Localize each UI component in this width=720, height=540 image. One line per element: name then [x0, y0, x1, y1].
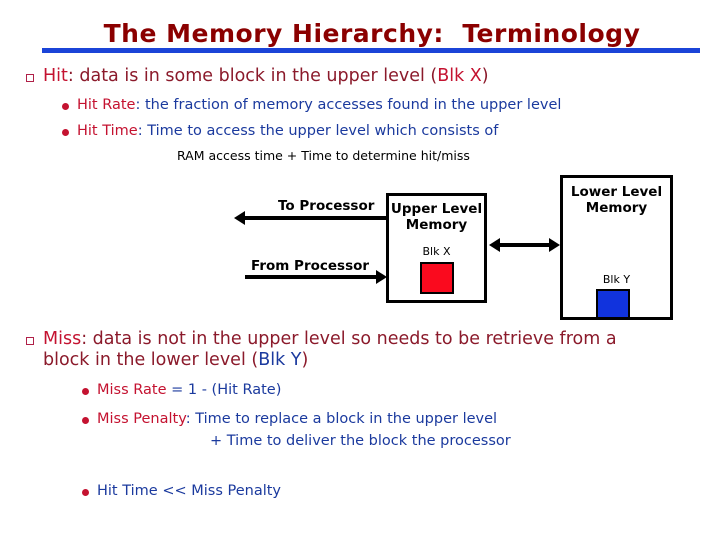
dot-bullet-icon — [82, 417, 89, 424]
arrow-head-from-processor — [376, 270, 387, 284]
upper-level-memory-label-line2: Memory — [405, 217, 468, 233]
bullet-hit-time: Hit Time: Time to access the upper level… — [62, 122, 498, 141]
bullet-miss-rate: Miss Rate = 1 - (Hit Rate) — [82, 381, 281, 400]
bullet-hit-rate: Hit Rate: the fraction of memory accesse… — [62, 96, 561, 115]
ram-access-note: RAM access time + Time to determine hit/… — [177, 148, 470, 163]
bullet-miss-line2-highlight: Blk Y — [258, 350, 302, 370]
arrow-head-between-left — [489, 238, 500, 252]
bullet-miss-penalty: Miss Penalty: Time to replace a block in… — [82, 410, 497, 429]
bullet-hit-vs-miss: Hit Time << Miss Penalty — [82, 482, 281, 501]
bullet-hit-rate-text: Hit Rate: the fraction of memory accesse… — [77, 96, 561, 115]
upper-level-memory-label-line1: Upper Level — [390, 201, 483, 217]
memory-hierarchy-diagram: To Processor From Processor Upper Level … — [0, 170, 720, 330]
bullet-miss-penalty-lead: Miss Penalty — [97, 411, 186, 427]
bullet-hit-rate-body: the fraction of memory accesses found in… — [144, 97, 562, 113]
bullet-hit-time-body: Time to access the upper level which con… — [147, 123, 499, 139]
bullet-hit-text: Hit: data is in some block in the upper … — [43, 66, 489, 87]
bullet-hit-highlight: Blk X — [437, 66, 482, 86]
lower-level-memory-label-line1: Lower Level — [570, 184, 663, 200]
bullet-hit-time-text: Hit Time: Time to access the upper level… — [77, 122, 498, 141]
bullet-miss-text: Miss: data is not in the upper level so … — [43, 329, 617, 350]
bullet-hit-rate-lead: Hit Rate — [77, 97, 136, 113]
blk-y-label: Blk Y — [602, 273, 631, 286]
bullet-miss-sep: : — [81, 329, 93, 349]
dot-bullet-icon — [62, 129, 69, 136]
lower-level-memory-label-line2: Memory — [585, 200, 648, 216]
bullet-miss: Miss: data is not in the upper level so … — [26, 329, 617, 350]
bullet-miss-penalty-continuation: + Time to deliver the block the processo… — [210, 432, 511, 451]
bullet-hit-time-lead: Hit Time — [77, 123, 138, 139]
square-bullet-icon — [26, 74, 34, 82]
dot-bullet-icon — [62, 103, 69, 110]
bullet-miss-line2-text: block in the lower level (Blk Y) — [43, 350, 308, 371]
bullet-miss-line2-body: block in the lower level ( — [43, 350, 259, 370]
bullet-miss-body: data is not in the upper level so needs … — [92, 329, 617, 349]
arrow-head-to-processor — [234, 211, 245, 225]
arrow-label-from-processor: From Processor — [251, 258, 370, 274]
page-title: The Memory Hierarchy: Terminology — [103, 19, 641, 48]
upper-level-memory-box: Upper Level Memory Blk X — [386, 193, 487, 303]
bullet-hit-sep: : — [67, 66, 80, 86]
bullet-miss-rate-lead: Miss Rate — [97, 382, 167, 398]
blk-x-label: Blk X — [422, 245, 451, 258]
bullet-miss-penalty-text: Miss Penalty: Time to replace a block in… — [97, 410, 497, 429]
bullet-hit-lead: Hit — [43, 66, 68, 86]
bullet-hit-tail: ) — [481, 66, 489, 86]
bullet-miss-line2-tail: ) — [301, 350, 309, 370]
bullet-miss-penalty-sep: : — [185, 411, 196, 427]
bullet-miss-lead: Miss — [43, 329, 82, 349]
bullet-hit-body: data is in some block in the upper level… — [79, 66, 438, 86]
blk-y-chip — [596, 289, 630, 319]
bullet-hit-time-sep: : — [137, 123, 148, 139]
bullet-miss-line2: block in the lower level (Blk Y) — [43, 350, 308, 371]
arrow-label-to-processor: To Processor — [278, 198, 375, 214]
arrow-head-between-right — [549, 238, 560, 252]
title-underline-rule — [42, 48, 700, 53]
blk-x-chip — [420, 262, 454, 294]
arrow-line-between-boxes — [498, 243, 549, 247]
arrow-line-to-processor — [245, 216, 387, 220]
bullet-miss-penalty-continuation-text: + Time to deliver the block the processo… — [210, 433, 511, 449]
bullet-miss-rate-text: Miss Rate = 1 - (Hit Rate) — [97, 381, 281, 400]
bullet-hit-vs-miss-text: Hit Time << Miss Penalty — [97, 483, 282, 499]
bullet-miss-rate-body: = 1 - (Hit Rate) — [171, 382, 282, 398]
lower-level-memory-box: Lower Level Memory Blk Y — [560, 175, 673, 320]
bullet-miss-penalty-body: Time to replace a block in the upper lev… — [195, 411, 498, 427]
bullet-hit: Hit: data is in some block in the upper … — [26, 66, 489, 87]
dot-bullet-icon — [82, 388, 89, 395]
arrow-line-from-processor — [245, 275, 376, 279]
dot-bullet-icon — [82, 489, 89, 496]
bullet-hit-rate-sep: : — [135, 97, 145, 113]
square-bullet-icon — [26, 337, 34, 345]
